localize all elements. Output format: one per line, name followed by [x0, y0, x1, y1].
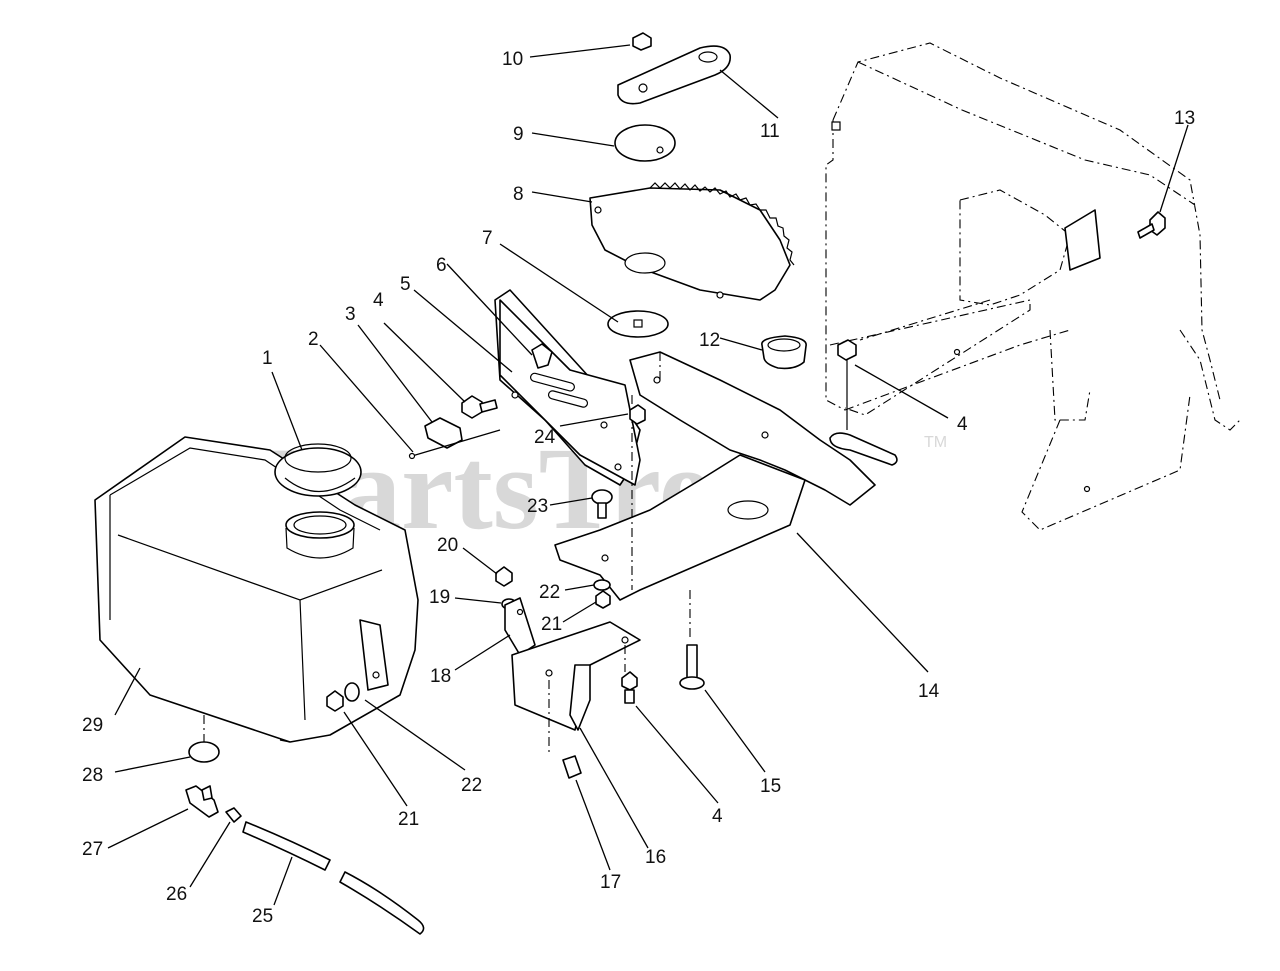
long-bolt-part-15: [679, 590, 705, 690]
nut-part-24: [629, 404, 646, 425]
connector-part-26: [225, 807, 242, 823]
callout-28: 28: [82, 765, 103, 786]
fuel-neck: [285, 511, 355, 559]
callout-15: 15: [760, 776, 781, 797]
callout-2: 2: [308, 329, 319, 350]
nut-part-20: [495, 566, 513, 587]
callout-12: 12: [699, 330, 720, 351]
bolt-part-4-right: [829, 339, 898, 466]
callout-1: 1: [262, 348, 273, 369]
callout-26: 26: [166, 884, 187, 905]
spacer-part-9: [614, 124, 676, 162]
callout-4-lower: 4: [712, 806, 723, 827]
watermark-trademark: TM: [924, 434, 947, 451]
nut-part-10: [632, 32, 652, 51]
callout-29: 29: [82, 715, 103, 736]
callout-11: 11: [760, 121, 780, 142]
bushing-part-12: [761, 335, 807, 370]
washer-part-22-mid: [593, 579, 611, 591]
callout-4-upper: 4: [373, 290, 384, 311]
carriage-bolt-part-23: [591, 489, 613, 519]
callout-21-tank: 21: [398, 809, 419, 830]
callout-14: 14: [918, 681, 940, 702]
callout-21-mid: 21: [541, 614, 562, 635]
top-plate-part-11: [617, 45, 732, 105]
callout-3: 3: [345, 304, 356, 325]
callout-4-right: 4: [957, 414, 968, 435]
clip-part-6: [531, 343, 553, 369]
callout-18: 18: [430, 666, 451, 687]
washer-part-7: [607, 310, 669, 338]
callout-16: 16: [645, 847, 666, 868]
callout-7: 7: [482, 228, 493, 249]
shutoff-valve-part-27: [185, 785, 219, 818]
callout-9: 9: [513, 124, 524, 145]
callout-6: 6: [436, 255, 447, 276]
callout-27: 27: [82, 839, 103, 860]
frame-panel: [825, 42, 1241, 531]
fitting-part-17: [562, 755, 582, 779]
callout-20: 20: [437, 535, 458, 556]
bracket-part-18: [504, 597, 536, 656]
callout-22-mid: 22: [539, 582, 560, 603]
bracket-plate-part-5: [494, 289, 641, 486]
leader-lines: [107, 44, 1189, 906]
pin-part-2: [408, 429, 501, 460]
callout-labels: 10 11 9 13 8 7 6 5 3 4 12 2 1 4 24 23 20…: [82, 49, 1195, 927]
callout-25: 25: [252, 906, 273, 927]
washer-part-22-tank: [344, 682, 360, 702]
callout-24: 24: [534, 427, 556, 448]
latch-part-3: [424, 417, 463, 449]
bolt-part-4-upper: [461, 395, 498, 419]
fuel-hose-part-25: [242, 821, 425, 935]
callout-19: 19: [429, 587, 450, 608]
callout-23: 23: [527, 496, 548, 517]
grommet-part-28: [188, 715, 220, 763]
nut-part-21-mid: [595, 590, 611, 609]
angle-bracket-part-16: [511, 621, 641, 755]
fuel-cap-part-1: [274, 443, 362, 497]
sector-gear-part-8: [589, 182, 795, 301]
nut-part-21-tank: [326, 690, 344, 712]
support-bracket-part-14: [554, 351, 876, 601]
bolt-part-13: [1137, 211, 1166, 239]
callout-17: 17: [600, 872, 621, 893]
callout-5: 5: [400, 274, 411, 295]
callout-10: 10: [502, 49, 523, 70]
callout-22-tank: 22: [461, 775, 482, 796]
bolt-part-4-lower: [621, 671, 638, 704]
callout-8: 8: [513, 184, 524, 205]
callout-13: 13: [1174, 108, 1195, 129]
